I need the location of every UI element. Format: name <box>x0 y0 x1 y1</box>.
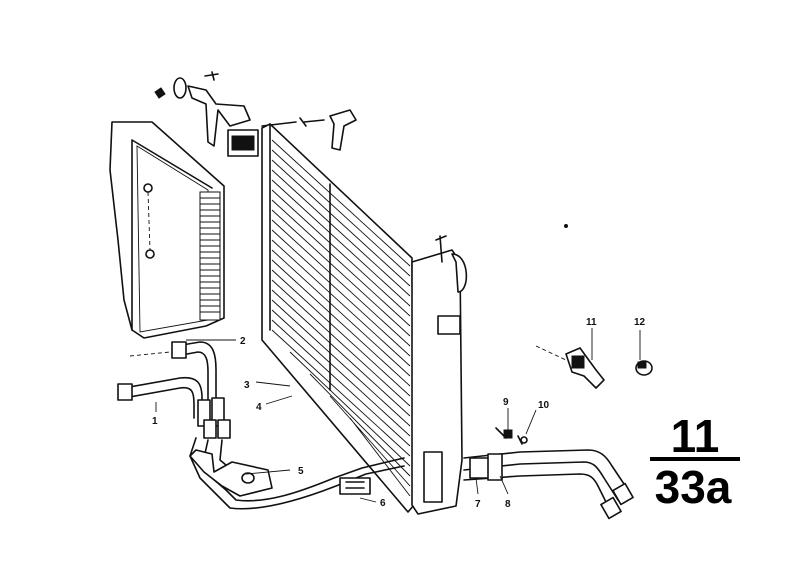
callout-1: 1 <box>152 416 158 427</box>
callout-9: 9 <box>503 397 509 408</box>
callout-8: 8 <box>505 499 511 510</box>
oil-cooler-hoses <box>117 341 405 510</box>
radiator-core <box>261 123 468 515</box>
oil-cooler-fins <box>199 191 221 321</box>
subgroup-number: 33a <box>655 461 732 513</box>
section-divider <box>650 457 740 461</box>
upper-mounting-hardware <box>154 71 568 228</box>
callout-11: 11 <box>586 317 597 328</box>
callout-5: 5 <box>298 466 304 477</box>
callout-2: 2 <box>240 336 246 347</box>
right-oil-lines <box>463 345 653 520</box>
callout-3: 3 <box>244 380 250 391</box>
group-number: 11 <box>671 410 720 462</box>
section-number: 11 33a <box>650 410 740 513</box>
oil-cooler-body <box>109 121 225 339</box>
callout-6: 6 <box>380 498 386 509</box>
callout-10: 10 <box>538 400 550 411</box>
callout-4: 4 <box>256 402 262 413</box>
radiator-fins <box>271 139 411 497</box>
callout-7: 7 <box>475 499 481 510</box>
callout-12: 12 <box>634 317 646 328</box>
callout-leaders <box>155 328 641 503</box>
